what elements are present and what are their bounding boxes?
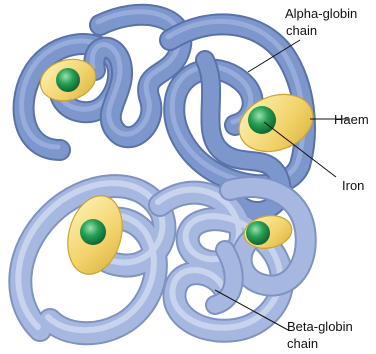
alpha-globin-label-line1: Alpha-globin [285,6,357,21]
iron-atom-beta-left [80,219,106,245]
alpha-globin-label-line2: chain [286,23,317,38]
haem-label: Haem [334,112,369,127]
iron-label: Iron [342,178,364,193]
iron-atom-beta-right [246,221,270,245]
iron-atom-alpha-left [56,68,80,92]
iron-atom-alpha-right [248,106,276,134]
beta-globin-label-line1: Beta-globin [287,319,353,334]
beta-globin-label-line2: chain [287,336,318,351]
